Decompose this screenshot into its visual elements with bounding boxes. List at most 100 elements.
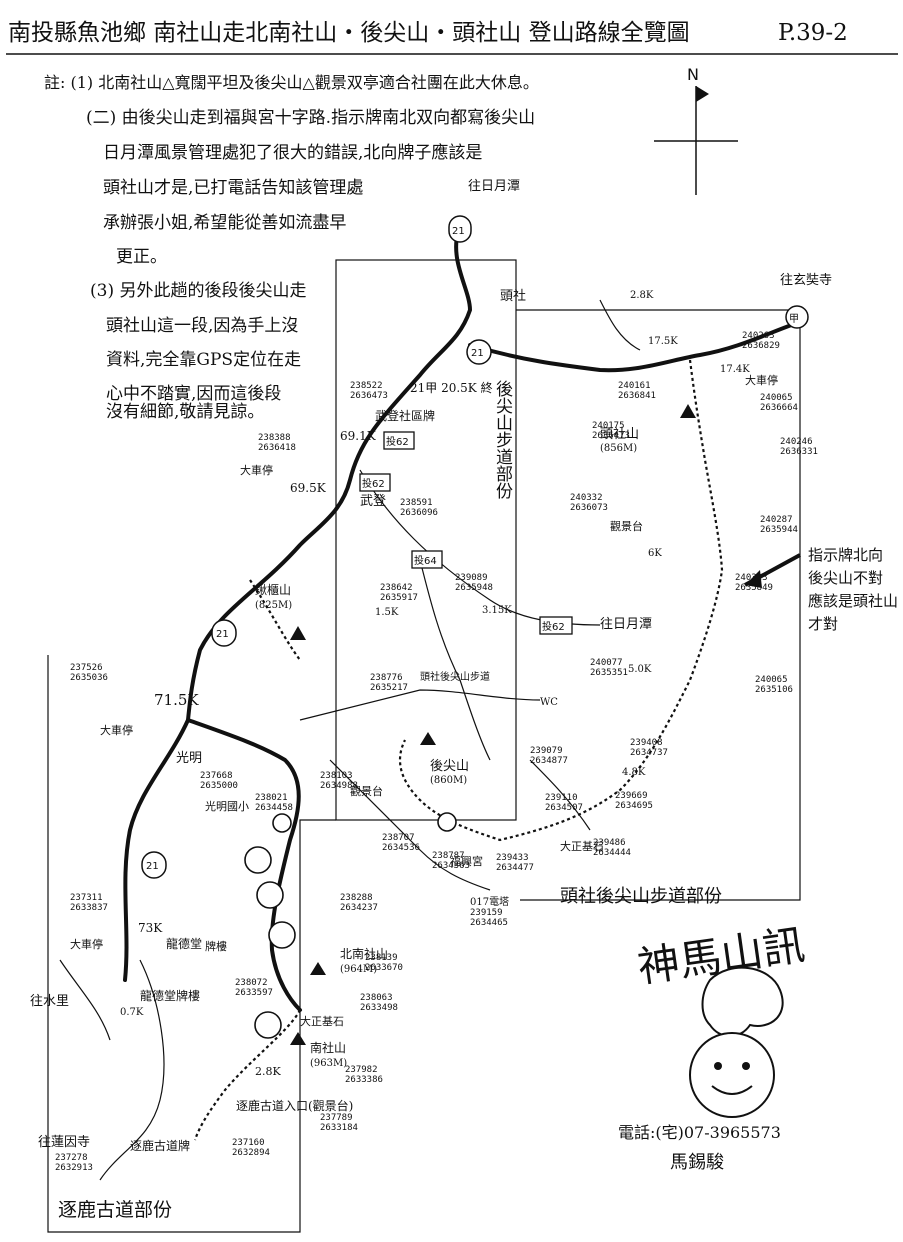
coordinate-label: 2635351 bbox=[590, 668, 628, 678]
road-badge-tou62-north: 投62 bbox=[383, 431, 415, 450]
coordinate-label: 240077 bbox=[590, 658, 623, 668]
coordinate-label: 237982 bbox=[345, 1065, 378, 1075]
side-note-line-3: 應該是頭社山 bbox=[808, 592, 898, 610]
road-badge-21-middle: 21 bbox=[211, 619, 237, 647]
waypoint-b-icon bbox=[437, 812, 457, 832]
coordinate-label: 2634877 bbox=[530, 756, 568, 766]
coordinate-label: 237789 bbox=[320, 1113, 353, 1123]
note-3-line-5: 沒有細節,敬請見諒。 bbox=[106, 402, 264, 422]
label-km-2-8: 2.8K bbox=[255, 1065, 281, 1078]
note-3-line-2: 頭社山這一段,因為手上沒 bbox=[106, 316, 298, 336]
road-local-4 bbox=[599, 299, 641, 351]
label-km-69-1: 69.1K bbox=[340, 429, 377, 443]
coordinate-label: 2633498 bbox=[360, 1003, 398, 1013]
label-fuxingong: 福興宮 bbox=[450, 854, 483, 868]
label-km-73: 73K bbox=[138, 921, 163, 935]
coordinate-label: 2634363 bbox=[432, 861, 470, 871]
coordinate-label: 2636096 bbox=[400, 508, 438, 518]
coordinate-label: 2636841 bbox=[618, 391, 656, 401]
label-toushe-alt: (856M) bbox=[600, 443, 637, 454]
label-dazheng-stone-2: 大正基石 bbox=[560, 839, 604, 853]
section-frame-houjian bbox=[335, 259, 517, 821]
section-label-toushe: 頭社後尖山步道部份 bbox=[560, 886, 722, 907]
peak-marker-beinanshe bbox=[310, 962, 326, 975]
label-to-shuili: 往水里 bbox=[30, 994, 69, 1009]
coordinate-label: 238103 bbox=[320, 771, 353, 781]
zhulu-circle-1-icon bbox=[244, 846, 272, 874]
coordinate-label: 2633184 bbox=[320, 1123, 358, 1133]
coordinate-label: 2634444 bbox=[593, 848, 631, 858]
coordinate-label: 238021 bbox=[255, 793, 288, 803]
coordinate-label: 239433 bbox=[496, 853, 529, 863]
label-to-xuanzang: 往玄奘寺 bbox=[780, 273, 832, 288]
credit-logo-text: 神馬山訊 bbox=[635, 920, 808, 992]
coordinate-label: 2634237 bbox=[340, 903, 378, 913]
label-beinanshe: 北南社山 bbox=[340, 946, 388, 961]
section-label-houjian: 後尖山步道部份 bbox=[492, 380, 513, 500]
coordinate-label: 237160 bbox=[232, 1138, 265, 1148]
coordinate-label: 2636418 bbox=[258, 443, 296, 453]
label-km-17-5: 17.5K bbox=[648, 336, 678, 347]
side-note-line-2: 後尖山不對 bbox=[808, 569, 883, 587]
note-2-line-1: (二) 由後尖山走到福與宮十字路.指示牌南北双向都寫後尖山 bbox=[86, 108, 535, 128]
label-qiaoge: 鍬櫃山 bbox=[255, 582, 291, 597]
coordinate-label: 2634536 bbox=[382, 843, 420, 853]
note-2-line-5: 更正。 bbox=[116, 247, 167, 267]
svg-text:投62: 投62 bbox=[386, 435, 409, 448]
label-dacheting-1: 大車停 bbox=[240, 463, 273, 477]
svg-text:投62: 投62 bbox=[362, 477, 385, 490]
label-nanshe: 南社山 bbox=[310, 1040, 346, 1055]
highway-21-route bbox=[186, 230, 472, 1012]
coordinate-label: 237278 bbox=[55, 1153, 88, 1163]
label-guangming-school: 光明國小 bbox=[205, 799, 249, 813]
coordinate-label: 2634458 bbox=[255, 803, 293, 813]
north-arrow-icon: N bbox=[654, 65, 738, 195]
label-km-6: 6K bbox=[648, 548, 662, 559]
coordinate-label: 239089 bbox=[455, 573, 488, 583]
coordinate-label: 237526 bbox=[70, 663, 103, 673]
section-label-zhulu: 逐鹿古道部份 bbox=[58, 1199, 172, 1221]
coordinate-label: 240323 bbox=[735, 573, 768, 583]
coordinate-label: 2635944 bbox=[760, 525, 798, 535]
svg-text:21: 21 bbox=[452, 226, 465, 237]
label-km-3-15: 3.15K bbox=[482, 605, 512, 616]
zhulu-circle-4-icon bbox=[254, 1011, 282, 1039]
coordinate-label: 2633670 bbox=[365, 963, 403, 973]
label-wudeng: 武登 bbox=[360, 494, 386, 509]
label-dacheting-4: 大車停 bbox=[745, 373, 778, 387]
label-dazheng-stone: 大正基石 bbox=[300, 1014, 344, 1028]
label-km-0-7: 0.7K bbox=[120, 1007, 144, 1018]
coordinate-label: 238522 bbox=[350, 381, 383, 391]
side-note-line-4: 才對 bbox=[808, 615, 838, 633]
coordinate-label: 2634988 bbox=[320, 781, 358, 791]
note-3-line-1: (3) 另外此趟的後段後尖山走 bbox=[90, 281, 306, 301]
highway-21jia-route bbox=[468, 320, 802, 373]
coordinate-label: 238591 bbox=[400, 498, 433, 508]
coordinate-label: 2634465 bbox=[470, 918, 508, 928]
label-longde: 龍德堂 bbox=[166, 936, 202, 951]
label-zhulu-entry: 逐鹿古道入口(觀景台) bbox=[236, 1098, 353, 1113]
label-houjian-alt: (860M) bbox=[430, 775, 467, 786]
label-toushe-peak: 頭社山 bbox=[600, 426, 639, 442]
section-frame-zhulu bbox=[47, 655, 336, 1233]
label-zhuzong: 頭社後尖山步道 bbox=[420, 670, 490, 683]
highway-21-west bbox=[123, 718, 190, 982]
label-km-17-4: 17.4K bbox=[720, 364, 750, 375]
coordinate-label: 2635948 bbox=[455, 583, 493, 593]
coordinate-label: 239079 bbox=[530, 746, 563, 756]
label-tower: 017電塔 bbox=[470, 895, 509, 908]
label-dacheting-2: 大車停 bbox=[100, 723, 133, 737]
coordinate-label: 2634695 bbox=[615, 801, 653, 811]
section-frame-toushe bbox=[516, 309, 801, 901]
coordinate-label: 2634507 bbox=[545, 803, 583, 813]
label-beinanshe-alt: (964M) bbox=[340, 964, 377, 975]
coordinate-label: 239408 bbox=[630, 738, 663, 748]
coordinate-label: 2636473 bbox=[592, 431, 630, 441]
label-toushe: 頭社 bbox=[500, 288, 526, 304]
label-km-20-5: 21甲 20.5K 終 bbox=[410, 380, 493, 395]
label-houjian-peak: 後尖山 bbox=[430, 759, 469, 774]
note-3-line-3: 資料,完全靠GPS定位在走 bbox=[106, 350, 301, 370]
road-badge-21jia: 21 bbox=[466, 339, 492, 365]
coordinate-label: 2633597 bbox=[235, 988, 273, 998]
road-badge-jia: 甲 bbox=[785, 305, 809, 329]
